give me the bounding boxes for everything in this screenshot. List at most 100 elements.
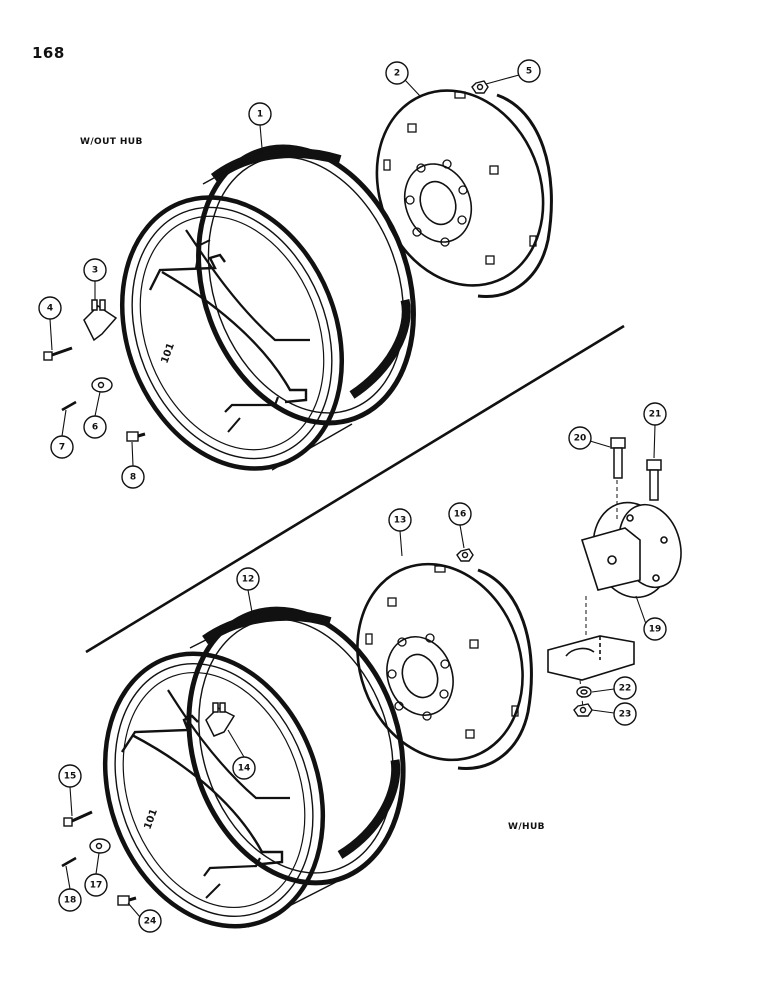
bolt-21: [646, 459, 662, 501]
callout-number-20: 20: [574, 434, 587, 444]
callout-circle-15: [58, 764, 82, 788]
callout-number-14: 14: [238, 764, 251, 774]
callout-7: 7: [50, 409, 74, 459]
callout-number-16: 16: [454, 510, 467, 520]
callout-leader-20: [589, 440, 611, 448]
callout-circle-24: [138, 909, 162, 933]
callout-24: 24: [127, 902, 162, 933]
callout-number-19: 19: [649, 625, 662, 635]
callout-18: 18: [58, 865, 82, 912]
section-label-without-hub: W/OUT HUB: [80, 137, 143, 147]
callout-leader-19: [635, 595, 647, 625]
callout-number-8: 8: [130, 473, 136, 483]
page-number: 168: [32, 44, 65, 62]
callout-circle-21: [643, 402, 667, 426]
callout-leader-14: [227, 729, 245, 758]
rim-lower: [102, 606, 406, 929]
callout-circle-3: [83, 258, 107, 282]
callout-circle-6: [83, 415, 107, 439]
callout-leader-8: [131, 441, 134, 467]
wheel-weight-upper: [375, 89, 553, 298]
callout-number-24: 24: [144, 917, 157, 927]
callout-circle-5: [517, 59, 541, 83]
callout-number-21: 21: [649, 410, 662, 420]
callout-20: 20: [568, 426, 611, 450]
callout-leader-18: [65, 865, 71, 890]
nut-23: [573, 703, 593, 717]
callout-leader-23: [591, 709, 615, 714]
section-divider-line: [85, 324, 625, 654]
callout-14: 14: [227, 729, 256, 780]
clip-upper-6: [91, 377, 113, 393]
bolt-20: [610, 437, 626, 479]
callout-number-3: 3: [92, 266, 98, 276]
callout-circle-4: [38, 296, 62, 320]
callout-leader-24: [127, 902, 141, 918]
rim-stamp-upper: 101: [159, 342, 176, 365]
callout-number-22: 22: [619, 684, 632, 694]
callout-circle-8: [121, 465, 145, 489]
callout-number-6: 6: [92, 423, 98, 433]
callout-circle-22: [613, 676, 637, 700]
callout-leader-16: [459, 524, 465, 549]
callout-leader-12: [247, 589, 253, 613]
callout-circle-1: [248, 102, 272, 126]
wheel-weight-lower: [356, 562, 533, 770]
nut-upper-5: [471, 80, 489, 94]
callout-leader-6: [94, 391, 101, 417]
callout-number-18: 18: [64, 896, 77, 906]
callout-number-2: 2: [394, 69, 400, 79]
callout-number-1: 1: [257, 110, 263, 120]
callout-13: 13: [388, 508, 412, 557]
callout-leader-4: [49, 318, 53, 351]
callout-leader-15: [69, 786, 73, 817]
callout-15: 15: [58, 764, 82, 817]
callout-3: 3: [83, 258, 107, 300]
callout-number-5: 5: [526, 67, 532, 77]
callout-circle-18: [58, 888, 82, 912]
clamp-lower-14: [205, 702, 236, 737]
callout-number-23: 23: [619, 710, 632, 720]
callout-circle-20: [568, 426, 592, 450]
callout-22: 22: [591, 676, 637, 700]
callout-2: 2: [385, 61, 421, 97]
screw-upper-7: [61, 400, 77, 412]
callout-16: 16: [448, 502, 472, 549]
callout-number-4: 4: [47, 304, 53, 314]
nut-upper-8: [126, 431, 146, 442]
callout-number-15: 15: [64, 772, 77, 782]
callout-circle-2: [385, 61, 409, 85]
callout-circle-14: [232, 756, 256, 780]
callout-6: 6: [83, 391, 107, 439]
bolt-upper-4: [43, 346, 73, 361]
nut-lower-16: [456, 548, 474, 562]
callout-leader-5: [485, 74, 520, 85]
callout-19: 19: [635, 595, 667, 641]
callout-circle-17: [84, 873, 108, 897]
hub-assembly: [547, 501, 682, 681]
rim-upper: [119, 144, 416, 471]
clip-lower-17: [89, 838, 111, 854]
washer-22: [576, 686, 592, 698]
nut-lower-24: [117, 895, 137, 906]
callout-leader-1: [259, 124, 263, 149]
section-label-with-hub: W/HUB: [508, 822, 545, 832]
callout-leader-13: [399, 530, 403, 557]
clamp-upper-3: [83, 299, 118, 342]
callout-leader-17: [95, 852, 100, 875]
callout-circle-13: [388, 508, 412, 532]
callout-leader-2: [404, 79, 421, 97]
callout-circle-19: [643, 617, 667, 641]
callout-17: 17: [84, 852, 108, 897]
callout-leader-7: [61, 409, 67, 437]
callout-circle-16: [448, 502, 472, 526]
callout-4: 4: [38, 296, 62, 351]
callout-leader-22: [591, 688, 615, 693]
callout-23: 23: [591, 702, 637, 726]
callout-number-13: 13: [394, 516, 407, 526]
rim-stamp-lower: 101: [142, 808, 159, 831]
callout-leader-21: [653, 424, 656, 459]
callout-number-12: 12: [242, 575, 255, 585]
callout-12: 12: [236, 567, 260, 613]
